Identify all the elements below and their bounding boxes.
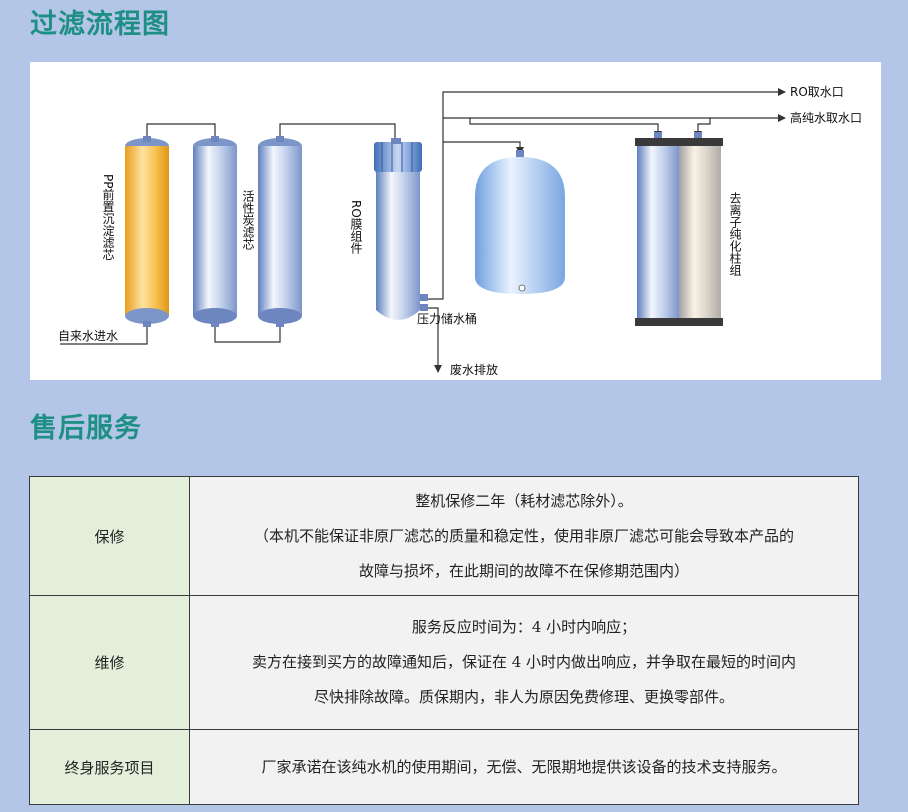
pressure-tank-label: 压力储水桶 (417, 311, 477, 326)
table-row: 保修 整机保修二年（耗材滤芯除外）。 （本机不能保证非原厂滤芯的质量和稳定性，使… (29, 476, 859, 596)
ro-outlet-label: RO取水口 (790, 85, 844, 99)
service-section-title: 售后服务 (30, 413, 142, 444)
tap-water-inlet-label: 自来水进水 (58, 329, 118, 343)
content-line: 卖方在接到买方的故障通知后，保证在 4 小时内做出响应，并争取在最短的时间内 (251, 653, 797, 671)
content-line: 服务反应时间为：4 小时内响应； (411, 618, 637, 636)
row-content: 整机保修二年（耗材滤芯除外）。 （本机不能保证非原厂滤芯的质量和稳定性，使用非原… (189, 476, 859, 596)
filtration-flow-diagram: RO取水口 高纯水取水口 压力储水桶 自来水进水 废水排放 PP前置沉淀滤芯 活… (30, 62, 881, 380)
content-line: 尽快排除故障。质保期内，非人为原因免费修理、更换零部件。 (313, 688, 734, 706)
piping (60, 88, 786, 373)
pressure-tank (475, 150, 565, 294)
waste-drain-label: 废水排放 (450, 362, 498, 377)
row-content: 厂家承诺在该纯水机的使用期间，无偿、无限期地提供该设备的技术支持服务。 (189, 729, 859, 805)
ro-membrane-housing (374, 138, 428, 320)
after-sales-table: 保修 整机保修二年（耗材滤芯除外）。 （本机不能保证非原厂滤芯的质量和稳定性，使… (29, 476, 859, 805)
row-content: 服务反应时间为：4 小时内响应； 卖方在接到买方的故障通知后，保证在 4 小时内… (189, 595, 859, 730)
carbon-filter-label: 活性炭滤芯 (241, 190, 255, 250)
row-label: 保修 (29, 476, 190, 596)
ro-membrane-label: RO膜组件 (349, 200, 363, 254)
content-line: 厂家承诺在该纯水机的使用期间，无偿、无限期地提供该设备的技术支持服务。 (261, 757, 787, 776)
carbon-filter-housing-1 (193, 136, 237, 327)
content-line: （本机不能保证非原厂滤芯的质量和稳定性，使用非原厂滤芯可能会导致本产品的 (253, 526, 794, 545)
table-row: 维修 服务反应时间为：4 小时内响应； 卖方在接到买方的故障通知后，保证在 4 … (29, 595, 859, 730)
flow-section-title: 过滤流程图 (30, 9, 170, 40)
row-label: 维修 (29, 595, 190, 730)
content-line: 故障与损坏，在此期间的故障不在保修期范围内） (358, 561, 689, 580)
pp-filter-housing (125, 136, 169, 327)
pure-water-outlet-label: 高纯水取水口 (790, 110, 862, 125)
deionizer-columns (635, 132, 723, 326)
pp-filter-label: PP前置沉淀滤芯 (101, 174, 115, 260)
carbon-filter-housing-2 (258, 136, 302, 327)
content-line: 整机保修二年（耗材滤芯除外）。 (415, 491, 633, 510)
table-row: 终身服务项目 厂家承诺在该纯水机的使用期间，无偿、无限期地提供该设备的技术支持服… (29, 729, 859, 805)
deionizer-label: 去离子纯化柱组 (728, 192, 742, 276)
row-label: 终身服务项目 (29, 729, 190, 805)
